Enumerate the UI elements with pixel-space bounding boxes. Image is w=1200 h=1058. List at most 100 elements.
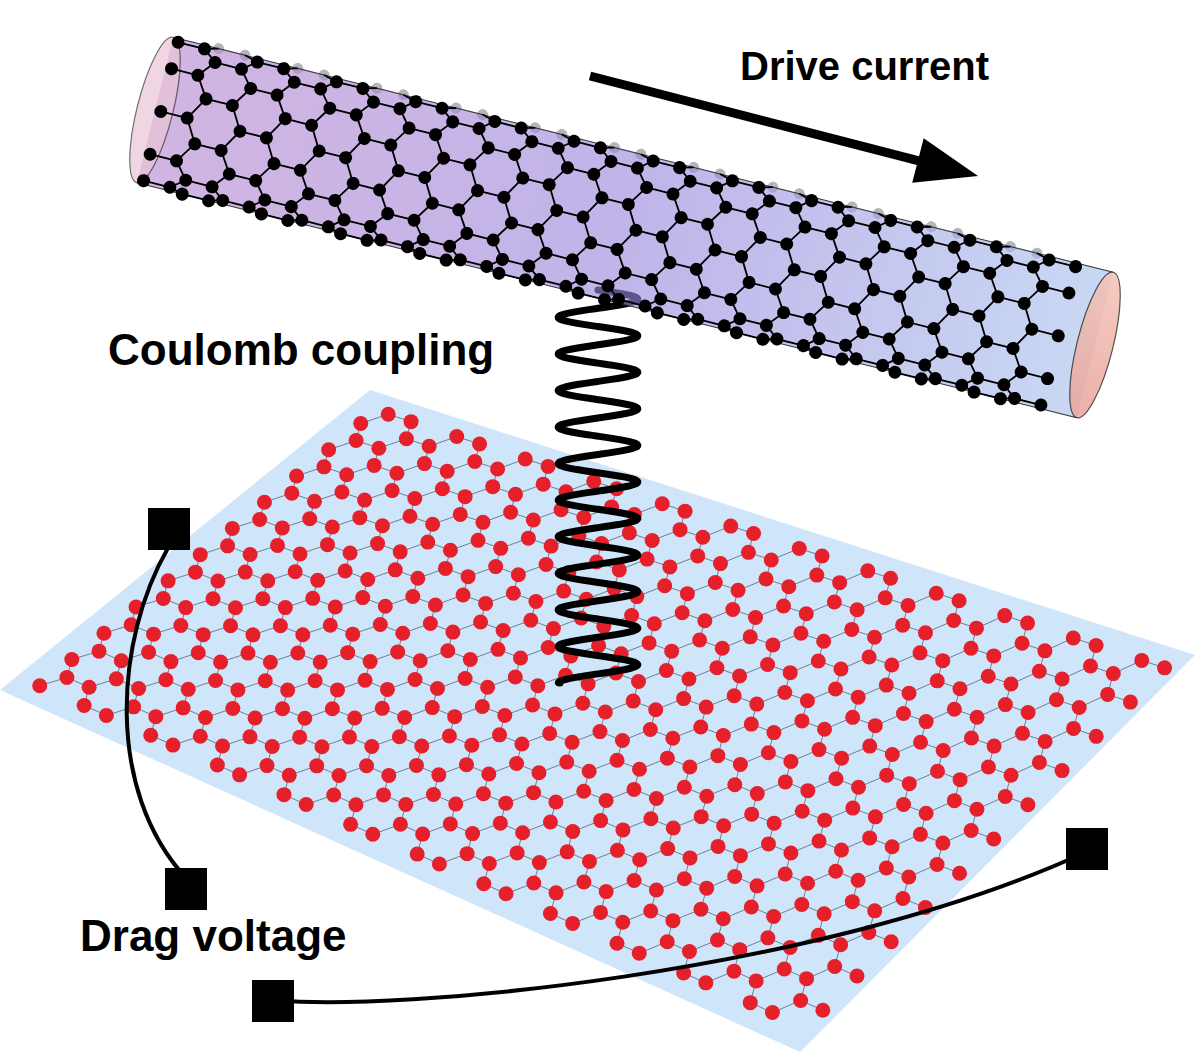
graphene-atoms: [582, 764, 597, 779]
graphene-atoms: [255, 591, 270, 606]
graphene-atoms: [1066, 721, 1081, 736]
graphene-atoms: [817, 813, 832, 828]
graphene-atoms: [895, 891, 910, 906]
graphene-atoms: [273, 618, 288, 633]
graphene-atoms: [1066, 630, 1081, 645]
graphene-atoms: [141, 645, 156, 660]
graphene-atoms: [395, 626, 410, 641]
graphene-atoms: [260, 758, 275, 773]
graphene-atoms: [508, 487, 523, 502]
graphene-atoms: [592, 724, 607, 739]
graphene-atoms: [693, 719, 708, 734]
graphene-atoms: [371, 441, 386, 456]
graphene-atoms: [191, 645, 206, 660]
graphene-atoms: [711, 839, 726, 854]
graphene-atoms: [323, 618, 338, 633]
graphene-atoms: [541, 640, 556, 655]
graphene-atoms: [367, 458, 382, 473]
graphene-atoms: [815, 548, 830, 563]
graphene-atoms: [743, 995, 758, 1010]
graphene-atoms: [812, 834, 827, 849]
graphene-atoms: [778, 867, 793, 882]
graphene-atoms: [683, 850, 698, 865]
graphene-atoms: [488, 559, 503, 574]
graphene-atoms: [828, 771, 843, 786]
graphene-atoms: [499, 886, 514, 901]
graphene-atoms: [442, 728, 457, 743]
graphene-atoms: [357, 493, 372, 508]
graphene-atoms: [198, 710, 213, 725]
graphene-atoms: [295, 627, 310, 642]
graphene-atoms: [365, 827, 380, 842]
graphene-atoms: [593, 905, 608, 920]
graphene-atoms: [970, 710, 985, 725]
graphene-atoms: [308, 673, 323, 688]
graphene-atoms: [257, 495, 272, 510]
graphene-atoms: [778, 774, 793, 789]
graphene-atoms: [425, 517, 440, 532]
graphene-atoms: [508, 669, 523, 684]
graphene-atoms: [515, 825, 530, 840]
graphene-atoms: [744, 717, 759, 732]
graphene-atoms: [482, 856, 497, 871]
graphene-atoms: [662, 559, 677, 574]
graphene-atoms: [987, 739, 1002, 754]
graphene-atoms: [299, 797, 314, 812]
graphene-atoms: [496, 623, 511, 638]
graphene-atoms: [114, 653, 129, 668]
graphene-atoms: [615, 733, 630, 748]
graphene-atoms: [476, 876, 491, 891]
graphene-atoms: [493, 816, 508, 831]
graphene-atoms: [402, 509, 417, 524]
graphene-atoms: [399, 431, 414, 446]
graphene-atoms: [885, 747, 900, 762]
graphene-atoms: [275, 701, 290, 716]
graphene-atoms: [622, 525, 637, 540]
voltage-wires: [276, 852, 1086, 1002]
graphene-atoms: [845, 894, 860, 909]
graphene-atoms: [389, 466, 404, 481]
graphene-atoms: [879, 678, 894, 693]
graphene-atoms: [284, 486, 299, 501]
graphene-atoms: [565, 824, 580, 839]
graphene-atoms: [626, 694, 641, 709]
graphene-atoms: [1134, 653, 1149, 668]
graphene-atoms: [370, 536, 385, 551]
graphene-atoms: [349, 433, 364, 448]
graphene-atoms: [425, 700, 440, 715]
graphene-atoms: [526, 876, 541, 891]
graphene-atoms: [248, 711, 263, 726]
graphene-atoms: [935, 836, 950, 851]
graphene-atoms: [196, 627, 211, 642]
graphene-atoms: [514, 736, 529, 751]
graphene-atoms: [643, 722, 658, 737]
graphene-atoms: [32, 407, 1172, 1020]
graphene-atoms: [1106, 666, 1121, 681]
graphene-atoms: [851, 780, 866, 795]
graphene-atoms: [210, 574, 225, 589]
graphene-atoms: [525, 698, 540, 713]
graphene-atoms: [426, 787, 441, 802]
graphene-atoms: [1021, 705, 1036, 720]
graphene-atoms: [32, 678, 47, 693]
graphene-atoms: [472, 437, 487, 452]
graphene-atoms: [173, 618, 188, 633]
graphene-atoms: [615, 822, 630, 837]
graphene-atoms: [461, 569, 476, 584]
graphene-atoms: [240, 646, 255, 661]
graphene-atoms: [744, 807, 759, 822]
terminal-square: [148, 508, 190, 550]
graphene-atoms: [275, 520, 290, 535]
graphene-atoms: [460, 846, 475, 861]
graphene-atoms: [682, 944, 697, 959]
graphene-atoms: [851, 873, 866, 888]
graphene-atoms: [964, 730, 979, 745]
graphene-atoms: [305, 591, 320, 606]
graphene-atoms: [208, 673, 223, 688]
graphene-atoms: [878, 590, 893, 605]
graphene-atoms: [163, 654, 178, 669]
graphene-atoms: [213, 655, 228, 670]
graphene-atoms: [682, 760, 697, 775]
graphene-atoms: [765, 637, 780, 652]
